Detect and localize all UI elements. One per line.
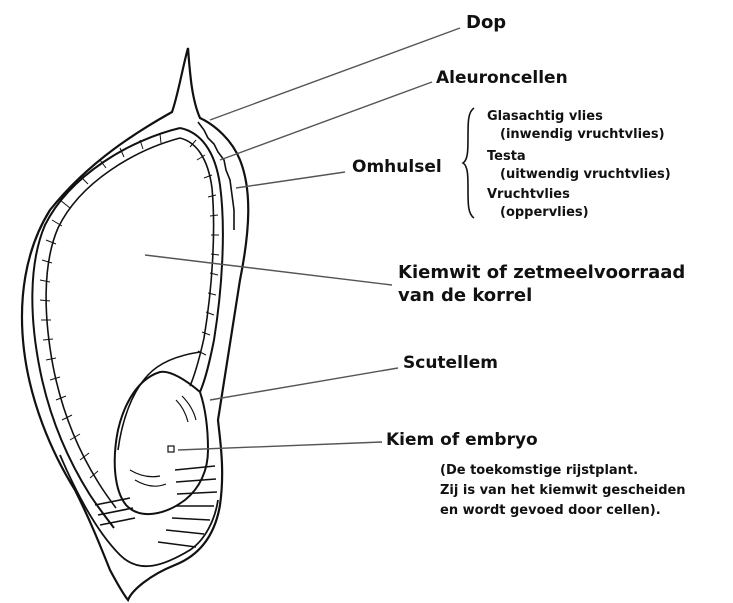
label-vruchtvlies-sub: (oppervlies) [500,205,589,220]
label-kiem-note-2: Zij is van het kiemwit gescheiden [440,483,686,498]
label-kiem-note-1: (De toekomstige rijstplant. [440,463,638,478]
label-testa: Testa [487,149,526,164]
aleurone-cells [40,134,219,478]
label-glasachtig-sub: (inwendig vruchtvlies) [500,127,665,142]
embryo-marker [168,446,174,452]
label-kiem-note-3: en wordt gevoed door cellen). [440,503,661,518]
layer-brace [463,108,474,218]
label-vruchtvlies: Vruchtvlies [487,187,570,202]
label-kiemwit-line2: van de korrel [398,285,532,306]
basal-hatching [95,466,217,547]
label-dop: Dop [466,12,506,33]
label-omhulsel: Omhulsel [352,157,442,177]
aleurone-outer [32,128,180,528]
embryo-hatching [130,396,196,486]
layer-right-inner [180,138,214,386]
scutellum-curve [118,352,200,450]
label-kiemwit-line1: Kiemwit of zetmeelvoorraad [398,262,685,283]
label-scutellem: Scutellem [403,353,498,373]
label-kiem: Kiem of embryo [386,430,538,450]
label-aleuroncellen: Aleuroncellen [436,68,568,88]
label-glasachtig: Glasachtig vlies [487,109,603,124]
husk-inner-edge [198,122,234,230]
label-testa-sub: (uitwendig vruchtvlies) [500,167,671,182]
